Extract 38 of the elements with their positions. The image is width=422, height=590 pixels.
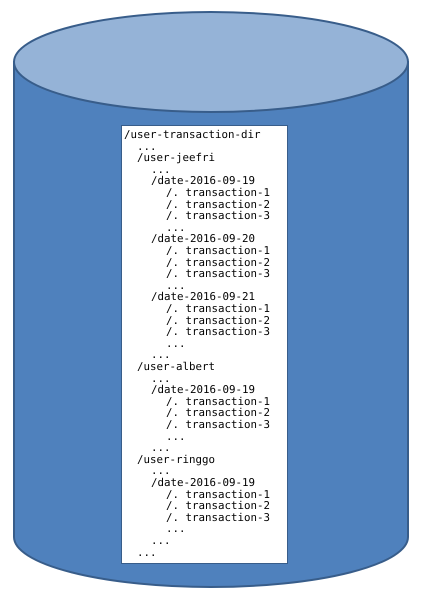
path-text: ... (166, 222, 186, 234)
path-text: ... (151, 465, 171, 478)
path-text: /. transaction-2 (166, 314, 270, 326)
path-text: /. transaction-1 (166, 396, 270, 408)
path-text: ... (151, 535, 171, 547)
path-text: /. transaction-3 (166, 419, 270, 431)
path-text: /. transaction-1 (166, 187, 270, 199)
path-text: /. transaction-2 (166, 500, 270, 512)
path-text: /user-ringgo (137, 454, 216, 466)
path-text: ... (137, 546, 157, 558)
path-text: ... (137, 140, 157, 152)
path-text: /. transaction-2 (166, 407, 270, 420)
path-text: /user-albert (137, 361, 216, 373)
path-text: /. transaction-1 (166, 488, 270, 500)
path-text: /. transaction-1 (166, 303, 270, 315)
path-text: ... (151, 349, 171, 362)
directory-listing-panel (121, 125, 288, 564)
path-text: /date-2016-09-19 (151, 175, 256, 188)
path-text: /. transaction-3 (166, 268, 270, 280)
path-text: /user-transaction-dir (124, 129, 261, 141)
path-text: /date-2016-09-20 (151, 233, 256, 246)
path-text: ... (151, 372, 171, 384)
path-text: ... (166, 430, 186, 442)
path-text: ... (151, 442, 171, 454)
path-text: /date-2016-09-21 (151, 291, 256, 304)
path-text: /. transaction-2 (166, 198, 270, 210)
path-text: /. transaction-3 (166, 326, 270, 338)
path-text: /. transaction-3 (166, 210, 270, 222)
path-text: /user-jeefri (137, 152, 216, 164)
path-text: ... (166, 523, 186, 536)
path-text: /. transaction-1 (166, 245, 270, 257)
path-text: /date-2016-09-19 (151, 384, 256, 396)
path-text: ... (166, 280, 186, 292)
path-text: /date-2016-09-19 (151, 477, 256, 489)
path-text: ... (151, 164, 171, 176)
path-text: /. transaction-2 (166, 256, 270, 268)
path-text: /. transaction-3 (166, 512, 270, 524)
path-text: ... (166, 338, 186, 350)
